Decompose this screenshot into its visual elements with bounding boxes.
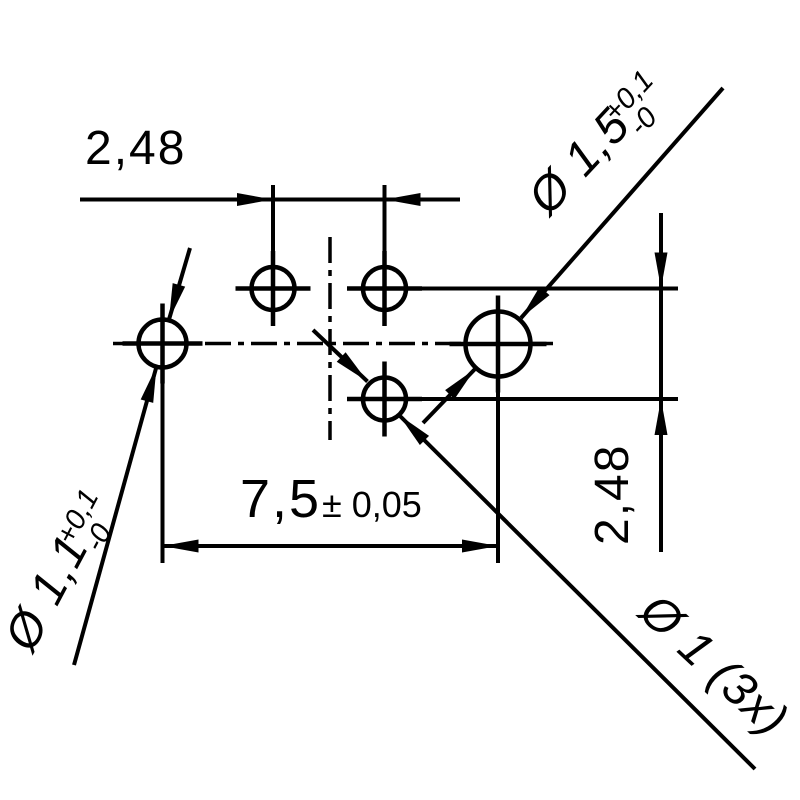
crosshair-middle-hole xyxy=(347,361,422,437)
dimension-top: 2,48 xyxy=(80,122,460,253)
hole-crosshairs xyxy=(122,251,547,437)
dimension-top-value: 2,48 xyxy=(85,122,186,175)
leader-line xyxy=(397,413,757,771)
dimension-right: 2,48 xyxy=(420,213,678,552)
crosshair-large-hole xyxy=(449,295,547,393)
crosshair-top-left-hole xyxy=(235,251,311,326)
dimension-bottom-tolerance: ± 0,05 xyxy=(322,484,422,525)
leader-line xyxy=(72,365,159,666)
dimension-bottom-value: 7,5 xyxy=(240,469,321,529)
leader-line xyxy=(519,86,725,320)
dimension-bottom: 7,5 ± 0,05 xyxy=(160,382,500,563)
crosshair-left-hole xyxy=(122,303,203,384)
dimension-right-value: 2,48 xyxy=(586,444,639,545)
crosshair-top-right-hole xyxy=(347,251,422,326)
